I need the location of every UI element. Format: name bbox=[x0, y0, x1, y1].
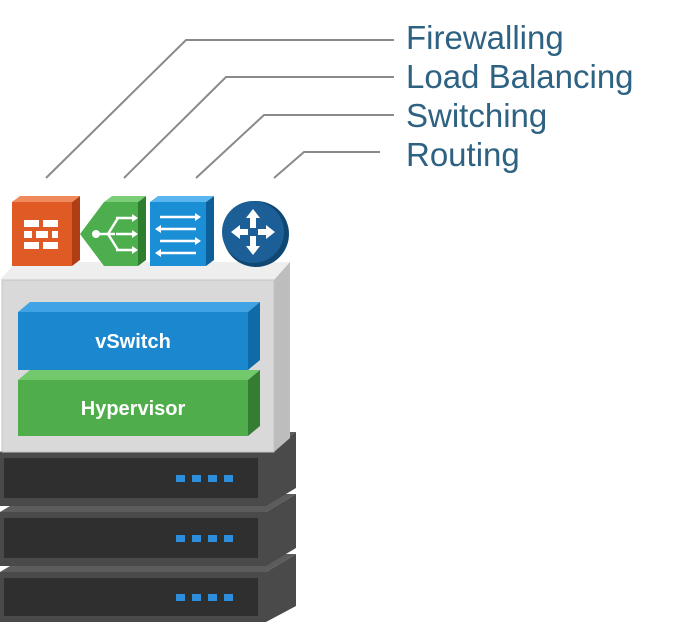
leader-line-load-balancing bbox=[123, 76, 394, 179]
callout-load-balancing: Load Balancing bbox=[406, 58, 634, 95]
callout-routing: Routing bbox=[406, 136, 520, 173]
router-icon bbox=[222, 201, 289, 267]
vswitch-label: vSwitch bbox=[95, 331, 171, 353]
firewall-icon bbox=[12, 196, 80, 266]
callout-switching: Switching bbox=[406, 97, 548, 134]
hypervisor-layer: Hypervisor bbox=[18, 370, 260, 436]
server-leds-1 bbox=[176, 475, 233, 482]
callout-firewalling: Firewalling bbox=[406, 19, 564, 56]
leader-line-firewalling bbox=[45, 39, 394, 179]
load-balancer-icon bbox=[80, 196, 146, 266]
leader-lines bbox=[45, 39, 394, 179]
hypervisor-label: Hypervisor bbox=[81, 398, 186, 420]
server-leds-2 bbox=[176, 535, 233, 542]
leader-line-switching bbox=[195, 114, 394, 179]
server-leds-3 bbox=[176, 594, 233, 601]
leader-line-routing bbox=[273, 151, 380, 179]
vswitch-layer: vSwitch bbox=[18, 302, 260, 370]
switch-icon bbox=[150, 196, 214, 266]
